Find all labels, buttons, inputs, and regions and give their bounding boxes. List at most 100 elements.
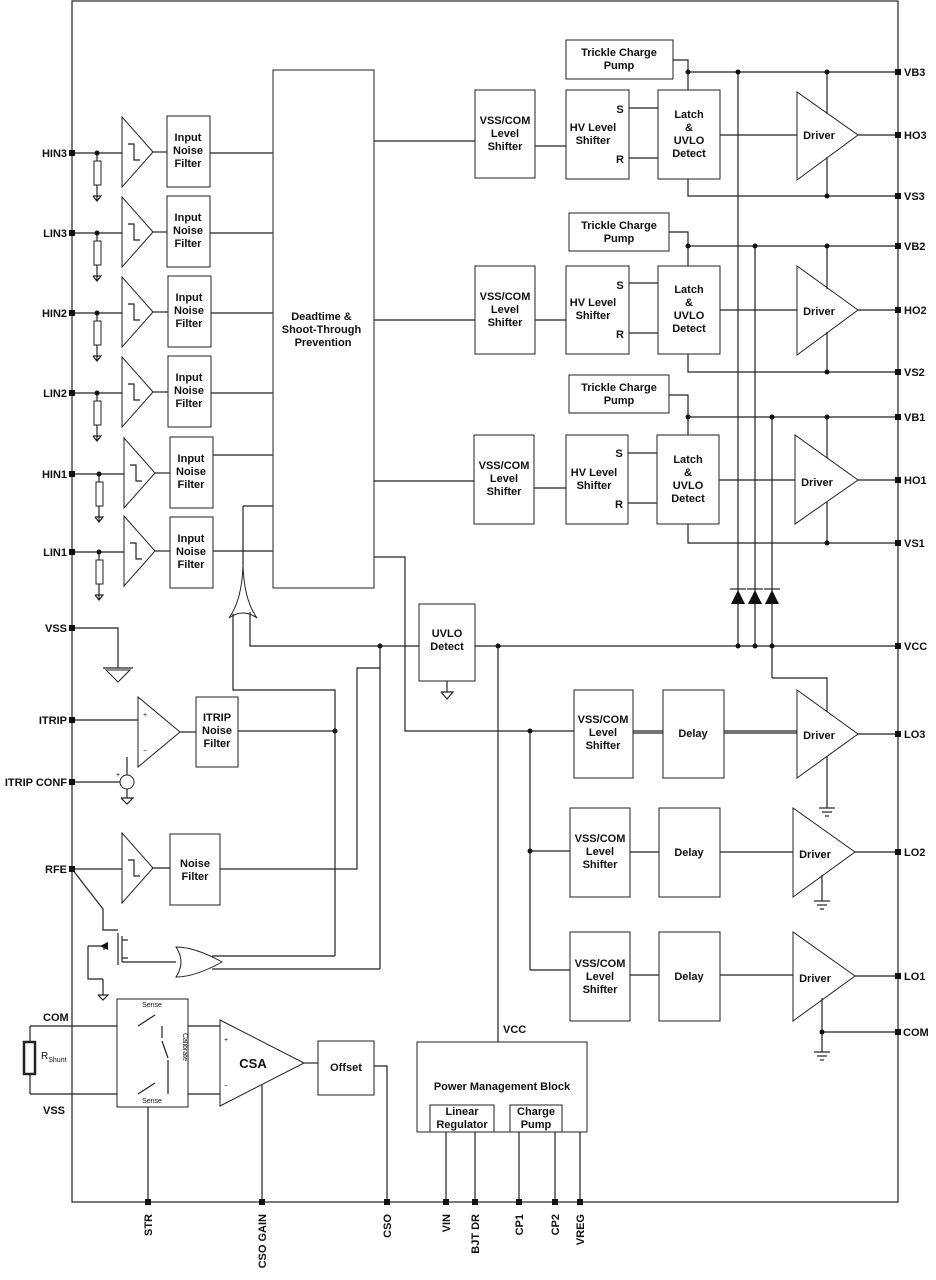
pin-cp1: CP1: [514, 1214, 526, 1235]
svg-text:+: +: [143, 712, 147, 719]
vss-ground: [72, 627, 133, 683]
pin-str: STR: [143, 1214, 155, 1236]
fault-or-gate: [228, 564, 258, 619]
pin-ho3: HO3: [904, 130, 927, 142]
pin-com-right: COM: [903, 1027, 929, 1039]
svg-text:RShunt: RShunt: [41, 1051, 67, 1064]
svg-text:S: S: [615, 448, 622, 460]
pin-vin: VIN: [441, 1214, 453, 1232]
input-noise-filter-lin2: [167, 355, 212, 428]
pin-lin2: LIN2: [43, 388, 67, 400]
rfe-noise-filter: [169, 833, 221, 906]
svg-text:S: S: [616, 280, 623, 292]
pin-lo3: LO3: [904, 729, 925, 741]
pin-vb2: VB2: [904, 241, 925, 253]
svg-text:Offset: Offset: [330, 1062, 362, 1074]
pin-vs1: VS1: [904, 538, 925, 550]
pin-com-left: COM: [43, 1012, 69, 1024]
svg-text:−: −: [224, 1083, 228, 1090]
pin-hin2: HIN2: [42, 308, 67, 320]
chip-outline: [71, 0, 899, 1203]
input-noise-filter-hin2: [167, 275, 212, 348]
pin-itrip: ITRIP: [39, 715, 67, 727]
input-noise-filter-hin3: [166, 115, 211, 188]
pin-rfe: RFE: [45, 864, 67, 876]
pin-lin3: LIN3: [43, 228, 67, 240]
pin-ho2: HO2: [904, 305, 927, 317]
svg-text:CSA: CSA: [239, 1056, 267, 1071]
sense-switch-block: [116, 998, 189, 1108]
pin-vb1: VB1: [904, 412, 925, 424]
pin-lin1: LIN1: [43, 547, 67, 559]
itrip-noise-filter: [195, 696, 239, 768]
svg-text:Driver: Driver: [799, 849, 832, 861]
svg-text:Driver: Driver: [799, 973, 832, 985]
svg-text:Delay: Delay: [674, 971, 704, 983]
bootstrap-diodes: [730, 69, 828, 714]
rfe-mosfet: [71, 868, 176, 1001]
csa-amplifier: [219, 1019, 306, 1107]
pin-vss: VSS: [45, 623, 67, 635]
svg-text:R: R: [615, 499, 623, 511]
deadtime-label: Deadtime & Shoot-Through Prevention: [282, 311, 364, 349]
svg-text:Driver: Driver: [803, 306, 836, 318]
pin-ho1: HO1: [904, 475, 927, 487]
pin-bjt-dr: BJT DR: [470, 1214, 482, 1254]
svg-text:+: +: [116, 772, 120, 779]
svg-text:Power Management Block: Power Management Block: [434, 1081, 571, 1093]
input-noise-filter-lin3: [166, 195, 211, 268]
svg-text:Delay: Delay: [678, 728, 708, 740]
shunt-resistor: [22, 1040, 37, 1076]
pin-cp2: CP2: [550, 1214, 562, 1235]
pin-cso: CSO: [382, 1214, 394, 1238]
input-noise-filter-lin1: [169, 516, 214, 589]
svg-text:Sense: Sense: [142, 1098, 162, 1105]
rfe-or-gate: [175, 946, 224, 978]
svg-text:Delay: Delay: [674, 847, 704, 859]
pin-vcc: VCC: [904, 641, 927, 653]
svg-text:VCC: VCC: [503, 1024, 526, 1036]
svg-text:S: S: [616, 104, 623, 116]
pin-vss-bottom: VSS: [43, 1105, 65, 1117]
linear-regulator: [429, 1104, 495, 1133]
svg-text:Driver: Driver: [803, 130, 836, 142]
pin-vs3: VS3: [904, 191, 925, 203]
svg-text:R: R: [616, 154, 624, 166]
pin-lo1: LO1: [904, 971, 925, 983]
svg-text:Calibrate: Calibrate: [181, 1033, 188, 1061]
